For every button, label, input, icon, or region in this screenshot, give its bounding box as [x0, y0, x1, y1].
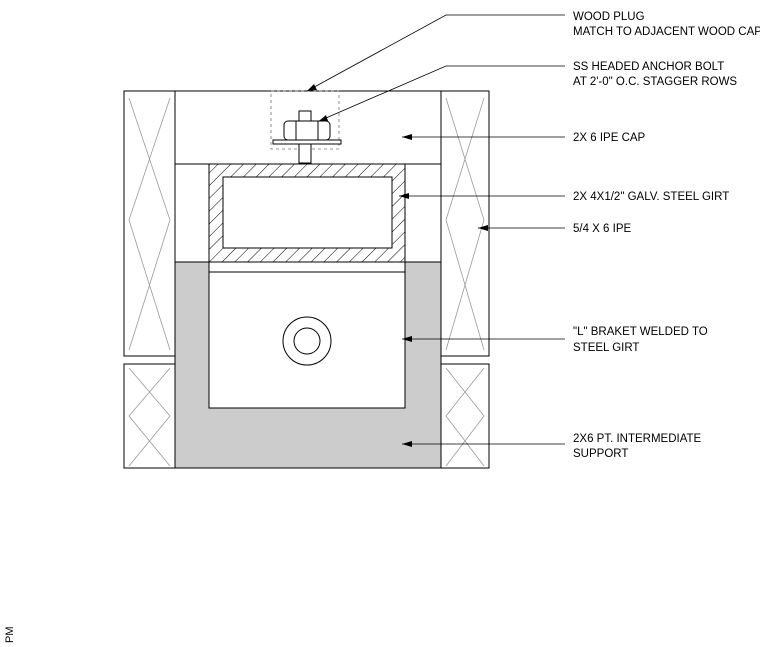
anchor-bolt [272, 110, 342, 164]
note-bracket: "L" BRAKET WELDED TO [573, 326, 708, 338]
bracket-bolt [282, 316, 332, 366]
note-ipe-cap: 2X 6 IPE CAP [573, 132, 646, 144]
note-support: 2X6 PT. INTERMEDIATE [573, 433, 702, 445]
note-ipe-board: 5/4 X 6 IPE [573, 223, 632, 235]
wood-plug [270, 90, 340, 150]
sheet-margin-tag: PM [4, 627, 16, 644]
note-wood-plug: WOOD PLUG [573, 11, 645, 23]
note-bracket-2: STEEL GIRT [573, 342, 639, 354]
note-support-2: SUPPORT [573, 448, 628, 460]
note-anchor-bolt: SS HEADED ANCHOR BOLT [573, 61, 724, 73]
leader-lines [306, 14, 565, 445]
left-ipe-board-lower [123, 363, 176, 469]
note-anchor-bolt-2: AT 2'-0" O.C. STAGGER ROWS [573, 76, 737, 88]
steel-girt [208, 163, 406, 263]
left-ipe-board-upper [123, 90, 176, 357]
leader-arrowheads [307, 84, 488, 447]
right-ipe-board-upper [440, 90, 490, 357]
right-ipe-board-lower [440, 363, 490, 469]
note-wood-plug-2: MATCH TO ADJACENT WOOD CAP [573, 26, 760, 38]
note-steel-girt: 2X 4X1/2" GALV. STEEL GIRT [573, 191, 729, 203]
